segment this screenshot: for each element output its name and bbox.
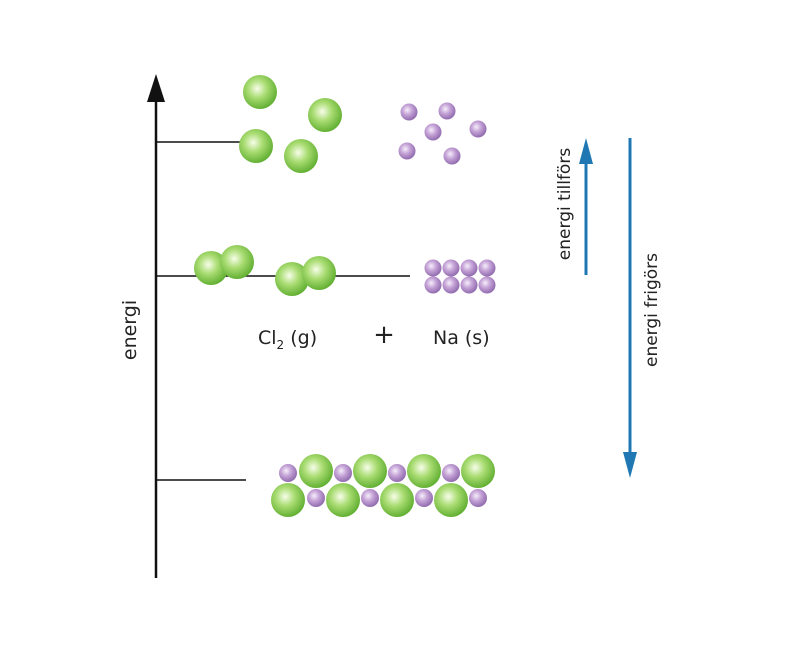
- sodium-atom: [424, 123, 442, 141]
- cl2-subscript: 2: [277, 338, 285, 352]
- chlorine-molecules: [194, 245, 336, 296]
- sodium-ion: [279, 464, 297, 482]
- sodium-atom: [478, 276, 496, 294]
- chloride-ion: [353, 454, 387, 488]
- chlorine-atom: [302, 256, 336, 290]
- arrow-up-icon: [579, 138, 593, 164]
- sodium-atom: [424, 259, 442, 277]
- chloride-ion: [299, 454, 333, 488]
- sodium-atom: [442, 259, 460, 277]
- plus-sign: +: [373, 320, 395, 350]
- energy-released-arrow: [623, 138, 637, 478]
- sodium-ion: [415, 489, 433, 507]
- energy-axis-arrowhead: [147, 74, 165, 102]
- sodium-ion: [361, 489, 379, 507]
- chloride-ion: [434, 483, 468, 517]
- sodium-ion: [388, 464, 406, 482]
- na-label: Na (s): [433, 327, 490, 349]
- sodium-ion: [307, 489, 325, 507]
- chlorine-atom: [243, 75, 277, 109]
- sodium-atom: [478, 259, 496, 277]
- sodium-atom: [398, 142, 416, 160]
- sodium-solid: [424, 259, 496, 294]
- sodium-atom: [442, 276, 460, 294]
- chlorine-atom: [239, 129, 273, 163]
- sodium-atom: [460, 276, 478, 294]
- cl2-state: (g): [284, 327, 317, 349]
- chlorine-atom: [308, 98, 342, 132]
- sodium-ion: [469, 489, 487, 507]
- chlorine-atom: [194, 251, 228, 285]
- free-chlorine-atoms: [239, 75, 342, 173]
- energy-added-label: energi tillförs: [555, 148, 575, 261]
- chlorine-atom: [220, 245, 254, 279]
- cl2-label: Cl2 (g): [258, 327, 317, 352]
- sodium-atom: [438, 102, 456, 120]
- chloride-ion: [271, 483, 305, 517]
- energy-axis: [147, 74, 165, 578]
- sodium-atom: [424, 276, 442, 294]
- sodium-atom: [443, 147, 461, 165]
- sodium-atom: [469, 120, 487, 138]
- arrow-down-icon: [623, 452, 637, 478]
- energy-released-label: energi frigörs: [642, 253, 662, 367]
- chloride-ion: [407, 454, 441, 488]
- sodium-ion: [442, 464, 460, 482]
- sodium-chloride-lattice: [271, 454, 495, 517]
- chloride-ion: [380, 483, 414, 517]
- chlorine-atom: [275, 262, 309, 296]
- sodium-ion: [334, 464, 352, 482]
- y-axis-label: energi: [119, 300, 141, 360]
- energy-added-arrow: [579, 138, 593, 275]
- free-sodium-atoms: [398, 102, 487, 165]
- cl2-formula: Cl: [258, 327, 277, 349]
- sodium-atom: [400, 103, 418, 121]
- chlorine-atom: [284, 139, 318, 173]
- chloride-ion: [461, 454, 495, 488]
- sodium-atom: [460, 259, 478, 277]
- chloride-ion: [326, 483, 360, 517]
